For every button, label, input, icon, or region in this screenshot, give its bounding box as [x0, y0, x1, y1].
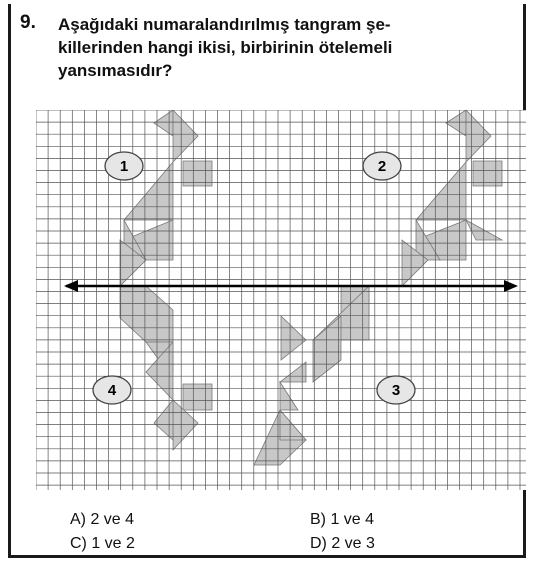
question-text: Aşağıdaki numaralandırılmış tangram şe- … — [58, 13, 518, 82]
choice-b[interactable]: B) 1 ve 4 — [310, 511, 375, 528]
axis-right-arrowhead — [504, 280, 518, 292]
label-3: 3 — [376, 375, 416, 405]
tangram-shape-3 — [253, 285, 370, 466]
label-1: 1 — [104, 151, 144, 181]
svg-text:2: 2 — [378, 158, 386, 175]
question-line-1: Aşağıdaki numaralandırılmış tangram şe- — [58, 15, 391, 34]
svg-text:1: 1 — [120, 158, 128, 175]
tangram-shape-2 — [401, 110, 504, 287]
label-4: 4 — [92, 375, 132, 405]
choice-c[interactable]: C) 1 ve 2 — [70, 535, 135, 552]
axis-left-arrowhead — [64, 280, 78, 292]
label-2: 2 — [362, 151, 402, 181]
choice-a[interactable]: A) 2 ve 4 — [70, 511, 135, 528]
question-line-3: yansımasıdır? — [58, 61, 173, 80]
choice-d[interactable]: D) 2 ve 3 — [310, 535, 375, 552]
svg-text:4: 4 — [108, 382, 117, 399]
question-number: 9. — [20, 12, 36, 33]
grid-lines — [36, 110, 526, 490]
tangram-shape-1 — [119, 110, 213, 287]
question-line-2: killerinden hangi ikisi, birbirinin ötel… — [58, 38, 393, 57]
tangram-grid-figure: 1 2 3 4 — [36, 110, 526, 490]
svg-text:3: 3 — [392, 382, 400, 399]
reflection-axis — [64, 280, 518, 292]
